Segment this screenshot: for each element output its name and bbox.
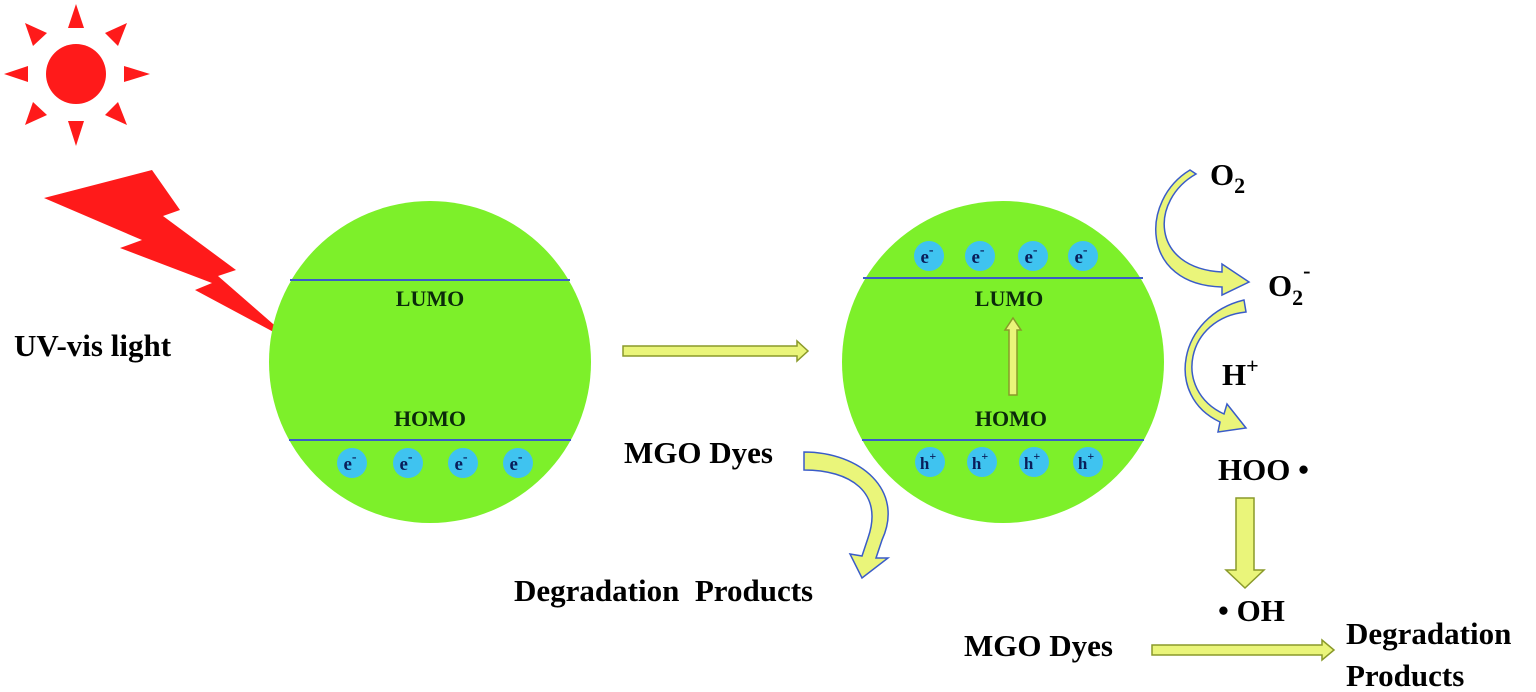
hole-row-right: h+ h+ h+ h+ bbox=[915, 447, 1103, 477]
homo-label-left: HOMO bbox=[394, 406, 466, 431]
curved-arrow-superoxide-to-hoo bbox=[1184, 299, 1248, 433]
electron-label: e- bbox=[1074, 243, 1087, 268]
lumo-label-left: LUMO bbox=[396, 286, 464, 311]
electron-circle bbox=[914, 241, 944, 271]
electron-circle bbox=[393, 448, 423, 478]
electron-label: e- bbox=[1024, 243, 1037, 268]
arrow-hoo-to-oh bbox=[1224, 497, 1266, 590]
mgo-dyes-label-middle: MGO Dyes bbox=[624, 435, 773, 470]
hole-circle bbox=[915, 447, 945, 477]
carrier-row-left: e-e-e-e- bbox=[337, 448, 533, 478]
curved-arrow-dyes-to-products bbox=[803, 451, 891, 580]
products-label-bottom: Products bbox=[1346, 658, 1464, 692]
hoo-radical-label: HOO • bbox=[1218, 452, 1309, 487]
hydroxyl-radical-label: • OH bbox=[1218, 593, 1285, 628]
h-plus-label: H+ bbox=[1222, 353, 1259, 392]
curved-arrow-o2-to-superoxide bbox=[1155, 169, 1251, 297]
particle-right: LUMO HOMO e-e-e-e- h+ h+ h+ h+ bbox=[842, 201, 1164, 523]
degradation-products-label-middle: Degradation Products bbox=[514, 573, 813, 608]
arrow-dyes-to-products-bottom bbox=[1151, 638, 1336, 662]
hole-label: h+ bbox=[1078, 449, 1094, 473]
homo-label-right: HOMO bbox=[975, 406, 1047, 431]
hole-label: h+ bbox=[1024, 449, 1040, 473]
reaction-arrow-right bbox=[622, 339, 810, 363]
electron-circle bbox=[965, 241, 995, 271]
electron-label: e- bbox=[343, 450, 356, 475]
uv-vis-light-label: UV-vis light bbox=[14, 328, 172, 363]
hole-label: h+ bbox=[920, 449, 936, 473]
sun-icon bbox=[4, 4, 150, 146]
electron-circle bbox=[1018, 241, 1048, 271]
electron-circle bbox=[337, 448, 367, 478]
electron-circle bbox=[1068, 241, 1098, 271]
electron-label: e- bbox=[399, 450, 412, 475]
electron-label: e- bbox=[971, 243, 984, 268]
electron-label: e- bbox=[920, 243, 933, 268]
electron-row-right: e-e-e-e- bbox=[914, 241, 1098, 271]
electron-circle bbox=[448, 448, 478, 478]
mgo-dyes-label-bottom: MGO Dyes bbox=[964, 628, 1113, 663]
excitation-arrow bbox=[1003, 316, 1023, 396]
o2-label: O2 bbox=[1210, 157, 1245, 198]
superoxide-label: O2- bbox=[1268, 258, 1310, 310]
hole-circle bbox=[1019, 447, 1049, 477]
electron-circle bbox=[503, 448, 533, 478]
electron-label: e- bbox=[509, 450, 522, 475]
hole-circle bbox=[967, 447, 997, 477]
lightning-bolt-icon bbox=[44, 170, 296, 344]
electron-label: e- bbox=[454, 450, 467, 475]
degradation-label-bottom: Degradation bbox=[1346, 616, 1511, 651]
hole-label: h+ bbox=[972, 449, 988, 473]
hole-circle bbox=[1073, 447, 1103, 477]
particle-left: LUMO HOMO e-e-e-e- bbox=[269, 201, 591, 523]
lumo-label-right: LUMO bbox=[975, 286, 1043, 311]
